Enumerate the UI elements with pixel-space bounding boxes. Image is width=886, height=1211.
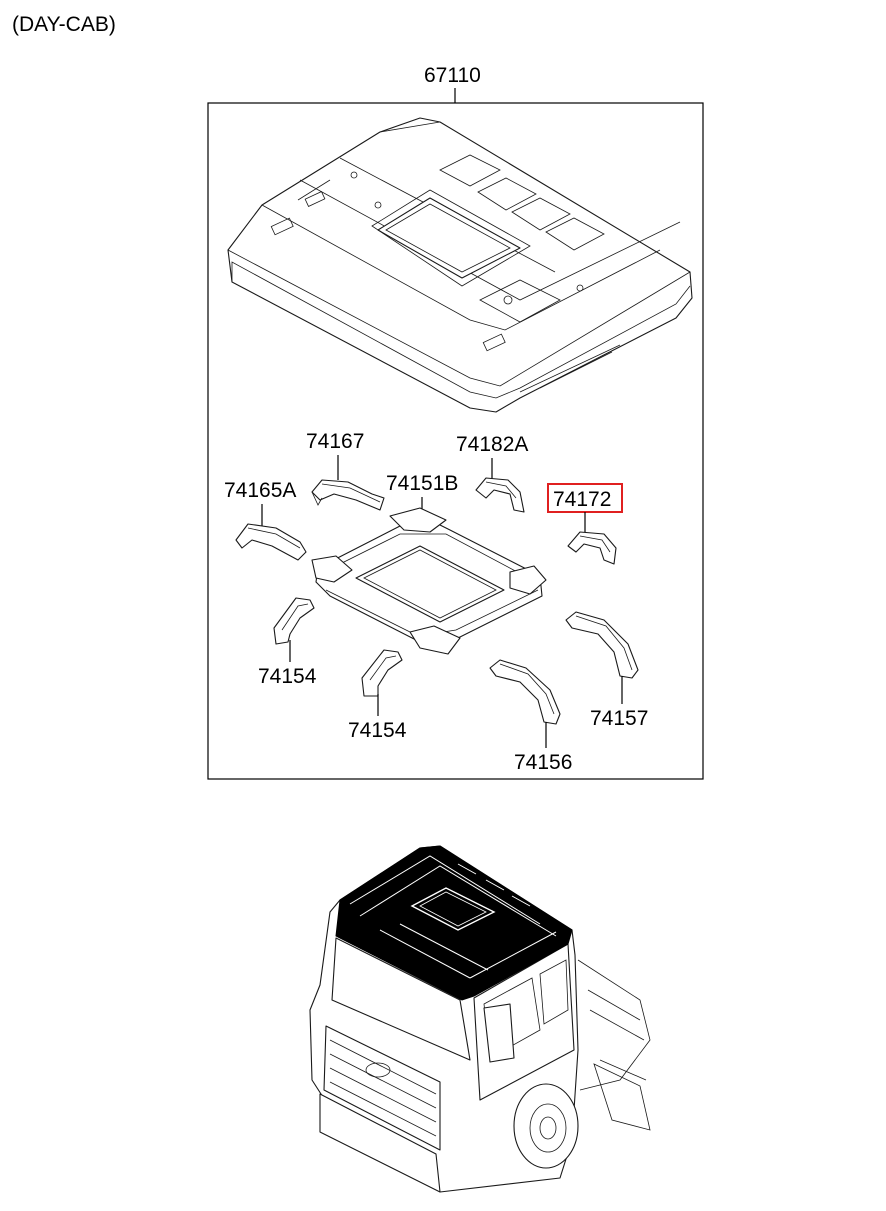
assembly-part-number[interactable]: 67110 <box>424 64 481 87</box>
part-74154-center-drawing[interactable] <box>361 649 403 697</box>
part-74154-left-drawing[interactable] <box>273 597 315 645</box>
part-number-74182a[interactable]: 74182A <box>456 433 528 456</box>
roof-highlight-fill <box>335 845 573 1001</box>
part-number-74167[interactable]: 74167 <box>306 430 364 453</box>
part-number-74157[interactable]: 74157 <box>590 707 648 730</box>
part-74172-drawing[interactable] <box>567 531 617 565</box>
roof-panel-drawing[interactable] <box>227 117 693 413</box>
part-74167-drawing[interactable] <box>311 479 385 511</box>
part-number-74172[interactable]: 74172 <box>553 488 611 511</box>
variant-label: (DAY-CAB) <box>12 13 116 36</box>
part-74165a-drawing[interactable] <box>235 523 307 561</box>
part-74182a-drawing[interactable] <box>475 477 525 513</box>
part-number-74154-center[interactable]: 74154 <box>348 719 407 742</box>
part-number-74154-left[interactable]: 74154 <box>258 665 317 688</box>
truck-cab-drawing <box>309 845 651 1193</box>
part-number-74156[interactable]: 74156 <box>514 751 572 774</box>
part-74157-drawing[interactable] <box>565 611 639 679</box>
part-74156-drawing[interactable] <box>489 659 561 725</box>
part-74151b-frame-drawing[interactable] <box>311 507 547 655</box>
part-number-74165a[interactable]: 74165A <box>224 479 296 502</box>
assembly-frame <box>207 102 704 780</box>
part-number-74151b[interactable]: 74151B <box>386 472 458 495</box>
